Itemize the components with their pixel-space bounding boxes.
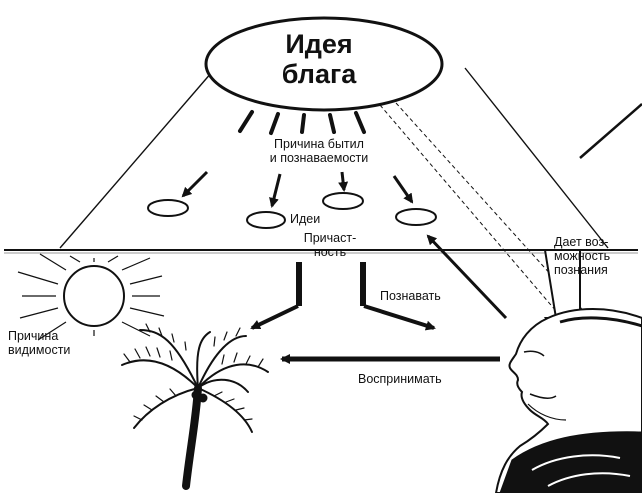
idea-ellipse — [246, 211, 286, 229]
idea-ellipse — [395, 208, 437, 226]
cause-of-visibility-label-line1: Причина — [8, 329, 59, 343]
sun — [17, 253, 165, 341]
palm-tree — [121, 323, 269, 490]
cause-of-being-label-line2: и познаваемости — [269, 151, 369, 165]
light-cone — [59, 67, 609, 249]
corner-stroke — [579, 103, 642, 159]
knowing-arrow — [426, 234, 508, 320]
participation-label-line2: ность — [313, 245, 347, 259]
emanation-rays — [238, 110, 366, 135]
gives-possibility-label-line1: Дает воз- — [554, 235, 609, 249]
idea-of-good-label-line1: Идея — [285, 29, 353, 59]
idea-ellipse — [322, 192, 364, 210]
to-perceive-label: Воспринимать — [358, 372, 442, 386]
cause-of-visibility-label-line2: видимости — [8, 343, 71, 357]
idea-ellipse — [147, 199, 189, 217]
idea-of-good-label-line2: блага — [281, 59, 357, 89]
participation-label-line1: Причаст- — [303, 231, 357, 245]
man-figure — [494, 308, 642, 493]
cause-of-being-label-line1: Причина бытил — [274, 137, 364, 151]
gives-possibility-label-line2: можность — [554, 249, 611, 263]
gives-possibility-label-line3: познания — [554, 263, 608, 277]
idea-ellipses — [147, 192, 437, 229]
participation-arrows — [250, 262, 436, 331]
idea-of-good-ellipse — [204, 16, 444, 112]
ideas-label: Идеи — [290, 212, 321, 226]
arrows-to-ideas — [181, 170, 414, 208]
to-know-label: Познавать — [380, 289, 441, 303]
